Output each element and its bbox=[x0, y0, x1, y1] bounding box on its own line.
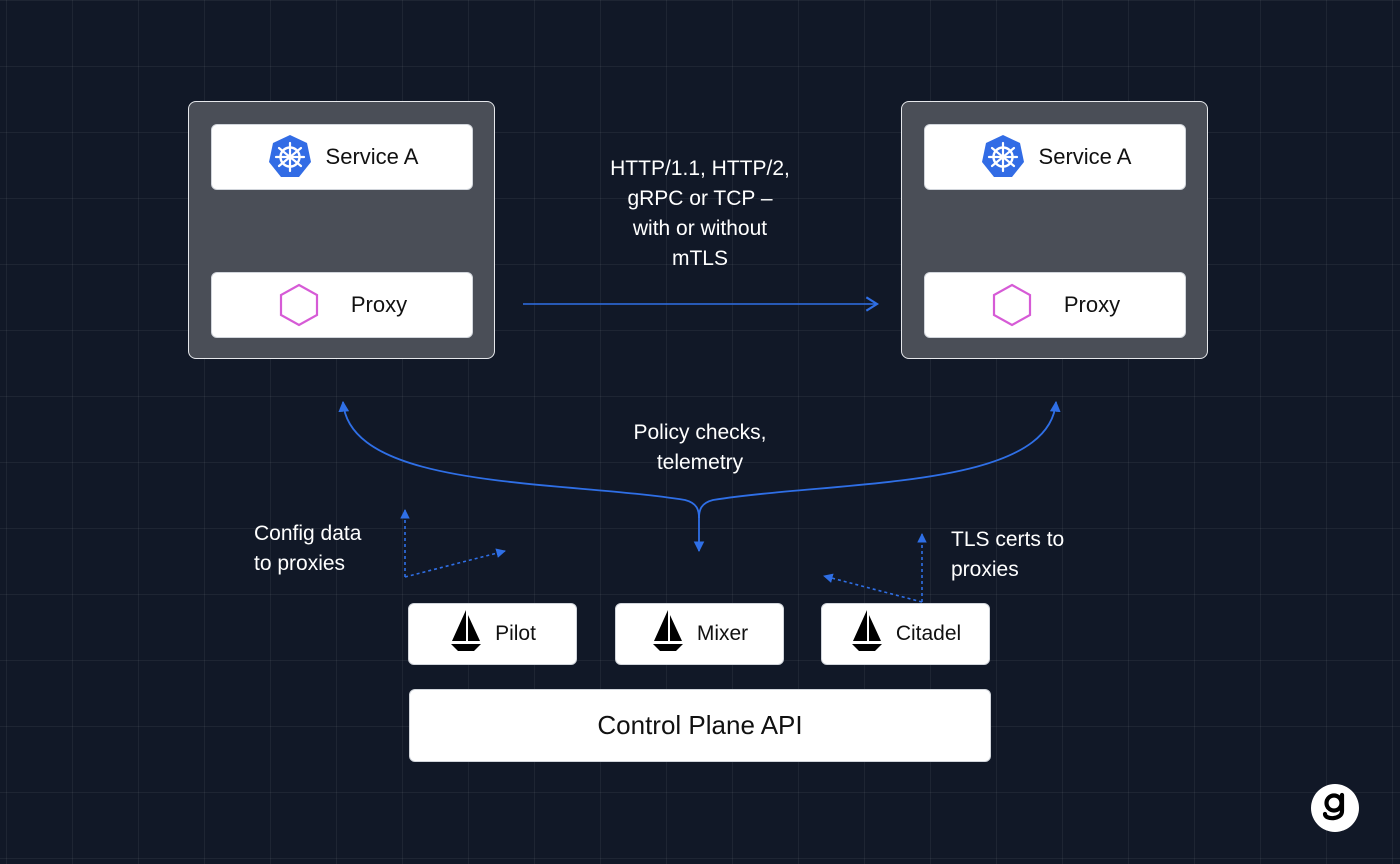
sailboat-icon bbox=[449, 609, 483, 659]
telemetry-curve-right bbox=[698, 400, 1061, 519]
pod-right: Service A Proxy bbox=[901, 101, 1208, 359]
g-logo-icon bbox=[1322, 792, 1345, 821]
pilot-card: Pilot bbox=[408, 603, 577, 665]
citadel-label: Citadel bbox=[895, 622, 962, 645]
proxy-card-left: Proxy bbox=[211, 272, 473, 338]
tls-certs-label: TLS certs to proxies bbox=[951, 528, 1065, 581]
policy-telemetry-label: Policy checks, telemetry bbox=[633, 421, 767, 474]
service-a-card-left: Service A bbox=[211, 124, 473, 190]
config-data-label: Config data to proxies bbox=[254, 522, 362, 575]
proxy-label-left: Proxy bbox=[350, 292, 408, 317]
hexagon-icon bbox=[990, 282, 1034, 328]
hexagon-icon bbox=[277, 282, 321, 328]
proxy-label-right: Proxy bbox=[1063, 292, 1121, 317]
pilot-label: Pilot bbox=[495, 622, 536, 645]
pod-left: Service A Proxy bbox=[188, 101, 495, 359]
service-a-label-right: Service A bbox=[1038, 144, 1132, 169]
g-logo bbox=[1311, 784, 1359, 832]
service-a-card-right: Service A bbox=[924, 124, 1186, 190]
proxy-card-right: Proxy bbox=[924, 272, 1186, 338]
control-plane-api-label: Control Plane API bbox=[597, 710, 803, 740]
sailboat-icon bbox=[651, 609, 685, 659]
control-plane-api-box: Control Plane API bbox=[409, 689, 991, 762]
tls-diagonal-arrow bbox=[823, 573, 923, 603]
config-diagonal-arrow bbox=[404, 548, 506, 578]
mixer-label: Mixer bbox=[696, 622, 749, 645]
telemetry-curve-left bbox=[338, 400, 700, 519]
kubernetes-helm-icon bbox=[979, 133, 1027, 181]
kubernetes-helm-icon bbox=[266, 133, 314, 181]
protocol-label: HTTP/1.1, HTTP/2, gRPC or TCP – with or … bbox=[610, 157, 790, 270]
sailboat-icon bbox=[850, 609, 884, 659]
mixer-card: Mixer bbox=[615, 603, 784, 665]
citadel-card: Citadel bbox=[821, 603, 990, 665]
service-a-label-left: Service A bbox=[325, 144, 419, 169]
